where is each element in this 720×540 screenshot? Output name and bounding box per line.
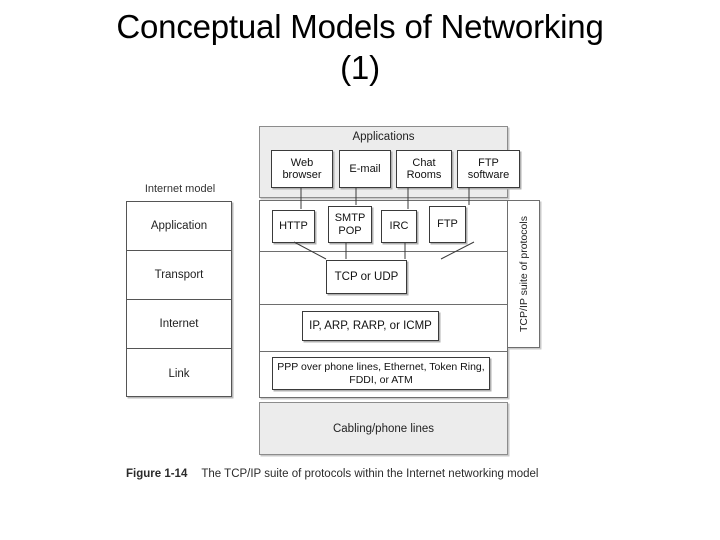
- protocol-box-ftp: FTP: [429, 206, 466, 243]
- protocol-box-ip-arp-rarp-icmp: IP, ARP, RARP, or ICMP: [302, 311, 439, 341]
- cabling-phone-lines-panel: Cabling/phone lines: [259, 402, 508, 455]
- application-box-ftp-software: FTP software: [457, 150, 520, 188]
- page-title-line1: Conceptual Models of Networking: [116, 8, 604, 45]
- figure-caption-number: Figure 1-14: [126, 468, 188, 480]
- model-layer-link: Link: [168, 367, 190, 380]
- panel-divider-application-transport: [260, 251, 507, 252]
- protocol-box-irc: IRC: [381, 210, 417, 243]
- figure-caption: Figure 1-14 The TCP/IP suite of protocols…: [126, 468, 646, 480]
- protocol-panel: HTTP SMTP POP IRC FTP TCP or UDP IP, ARP…: [259, 200, 508, 398]
- model-layer-transport: Transport: [127, 251, 231, 300]
- tcpip-suite-sidebar-label: TCP/IP suite of protocols: [517, 216, 530, 332]
- protocol-box-tcp-or-udp: TCP or UDP: [326, 260, 407, 294]
- model-layer-application: Application: [127, 202, 231, 251]
- internet-model-stack: Application Transport Internet Link: [126, 201, 232, 397]
- page-title-line2: (1): [340, 49, 380, 86]
- panel-divider-transport-internet: [260, 304, 507, 305]
- tcpip-suite-sidebar: TCP/IP suite of protocols: [508, 200, 540, 348]
- panel-divider-internet-link: [260, 351, 507, 352]
- model-layer-internet: Internet: [127, 300, 231, 349]
- application-box-web-browser: Web browser: [271, 150, 333, 188]
- protocol-box-link-technologies: PPP over phone lines, Ethernet, Token Ri…: [272, 357, 490, 390]
- application-box-email: E-mail: [339, 150, 391, 188]
- internet-model-label: Internet model: [144, 183, 216, 195]
- application-box-chat-rooms: Chat Rooms: [396, 150, 452, 188]
- protocol-box-http: HTTP: [272, 210, 315, 243]
- applications-panel: Applications Web browser E-mail Chat Roo…: [259, 126, 520, 198]
- page-title: Conceptual Models of Networking (1): [0, 6, 720, 88]
- protocol-box-smtp-pop: SMTP POP: [328, 206, 372, 243]
- applications-panel-title: Applications: [352, 131, 415, 143]
- figure-caption-text: The TCP/IP suite of protocols within the…: [201, 468, 539, 480]
